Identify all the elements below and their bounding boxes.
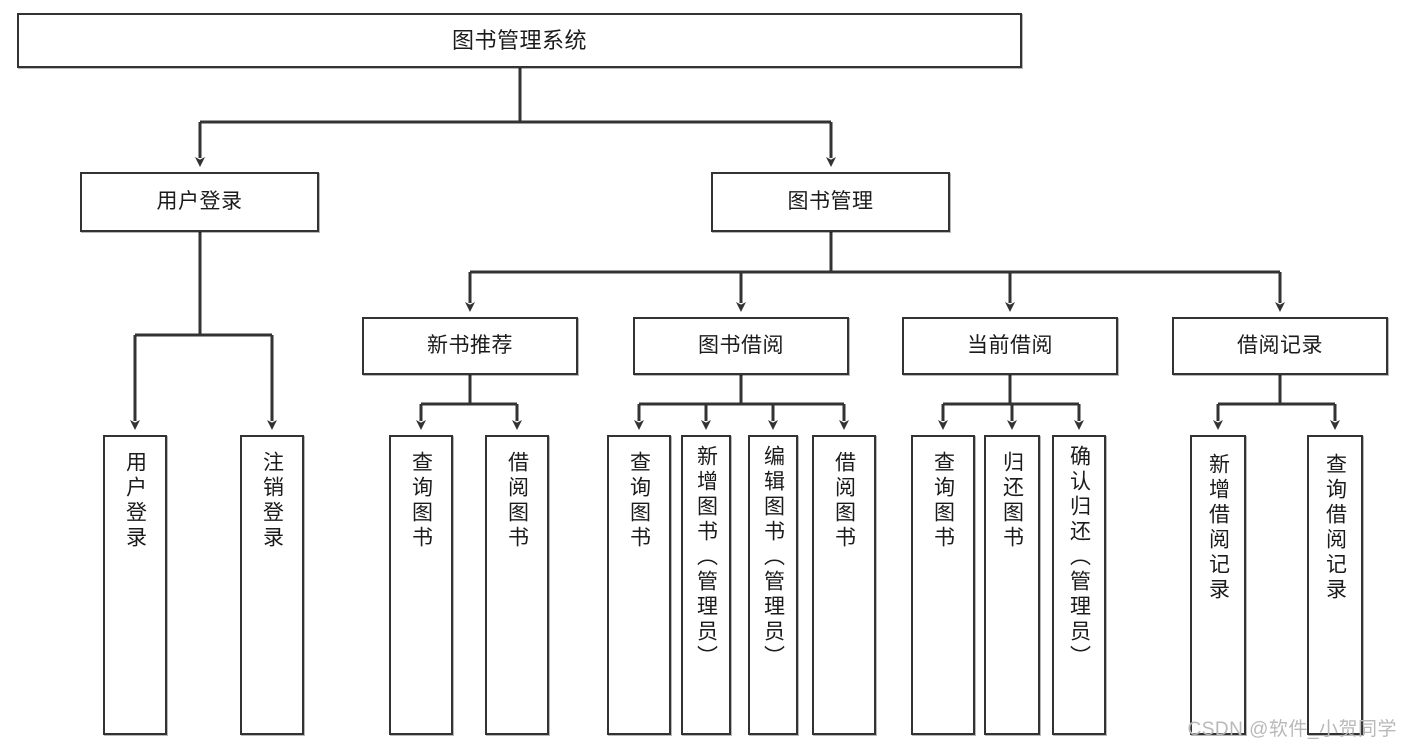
node-book-management-label: 图书管理 xyxy=(787,189,874,213)
node-leaf-edit-book-admin-label: 编辑图书（管理员） xyxy=(761,445,785,670)
node-leaf-borrow-book-1-label: 借阅图书 xyxy=(505,451,529,551)
node-leaf-return-book-label: 归还图书 xyxy=(1000,451,1024,551)
node-user-login-label: 用户登录 xyxy=(156,189,243,213)
node-new-book-recommend[interactable]: 新书推荐 xyxy=(362,317,578,375)
node-borrow-records[interactable]: 借阅记录 xyxy=(1172,317,1388,375)
node-leaf-query-book-1-label: 查询图书 xyxy=(409,451,433,551)
node-leaf-query-book-2-label: 查询图书 xyxy=(627,451,651,551)
node-leaf-confirm-return-admin-label: 确认归还（管理员） xyxy=(1067,445,1091,670)
node-new-book-recommend-label: 新书推荐 xyxy=(427,333,513,357)
node-leaf-logout-label: 注销登录 xyxy=(260,451,284,551)
node-leaf-return-book[interactable]: 归还图书 xyxy=(984,435,1040,735)
node-leaf-query-book-1[interactable]: 查询图书 xyxy=(389,435,453,735)
node-root[interactable]: 图书管理系统 xyxy=(17,13,1022,68)
node-book-borrow-label: 图书借阅 xyxy=(698,333,784,357)
node-leaf-logout[interactable]: 注销登录 xyxy=(240,435,304,735)
node-leaf-query-book-2[interactable]: 查询图书 xyxy=(607,435,671,735)
node-user-login[interactable]: 用户登录 xyxy=(80,172,319,232)
node-borrow-records-label: 借阅记录 xyxy=(1237,333,1323,357)
node-leaf-query-borrow-record[interactable]: 查询借阅记录 xyxy=(1307,435,1363,735)
node-current-borrow[interactable]: 当前借阅 xyxy=(902,317,1118,375)
node-leaf-add-book-admin[interactable]: 新增图书（管理员） xyxy=(681,435,731,735)
node-leaf-user-login[interactable]: 用户登录 xyxy=(103,435,167,735)
node-leaf-borrow-book-1[interactable]: 借阅图书 xyxy=(485,435,549,735)
node-leaf-confirm-return-admin[interactable]: 确认归还（管理员） xyxy=(1052,435,1106,735)
node-leaf-edit-book-admin[interactable]: 编辑图书（管理员） xyxy=(748,435,798,735)
node-book-management[interactable]: 图书管理 xyxy=(711,172,950,232)
node-current-borrow-label: 当前借阅 xyxy=(967,333,1053,357)
node-leaf-add-borrow-record[interactable]: 新增借阅记录 xyxy=(1190,435,1246,735)
node-leaf-query-book-3[interactable]: 查询图书 xyxy=(911,435,975,735)
node-leaf-user-login-label: 用户登录 xyxy=(123,451,147,551)
node-root-label: 图书管理系统 xyxy=(451,27,587,53)
node-book-borrow[interactable]: 图书借阅 xyxy=(633,317,849,375)
node-leaf-query-borrow-record-label: 查询借阅记录 xyxy=(1323,453,1347,603)
node-leaf-add-book-admin-label: 新增图书（管理员） xyxy=(694,445,718,670)
node-leaf-add-borrow-record-label: 新增借阅记录 xyxy=(1206,453,1230,603)
node-leaf-borrow-book-2[interactable]: 借阅图书 xyxy=(812,435,876,735)
node-leaf-query-book-3-label: 查询图书 xyxy=(931,451,955,551)
node-leaf-borrow-book-2-label: 借阅图书 xyxy=(832,451,856,551)
